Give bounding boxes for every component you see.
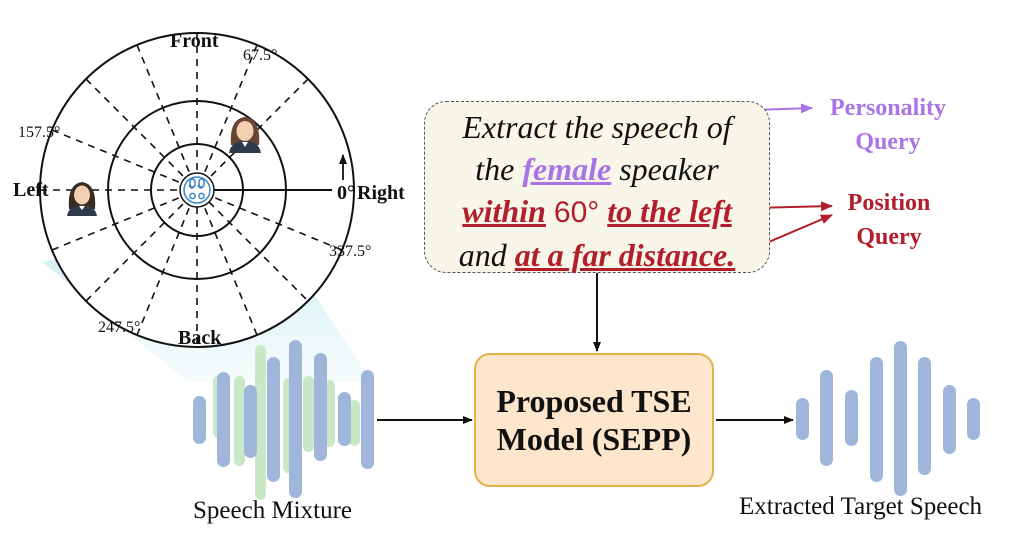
angle-247-label: 247.5°: [98, 319, 141, 336]
angle-157-label: 157.5°: [18, 124, 61, 141]
query-line-3: within 60° to the left: [424, 190, 770, 234]
far-distance-keyword: at a far distance.: [514, 237, 736, 273]
mixture-waveform-blue: [193, 340, 374, 498]
model-title-line-1: Proposed TSE: [496, 383, 692, 419]
to-left-keyword: to the left: [607, 193, 732, 229]
query-line-2: the female speaker: [475, 151, 719, 187]
query-box: [424, 101, 770, 273]
extracted-waveform: [796, 341, 980, 496]
listener-icon: [183, 176, 211, 204]
direction-front-label: Front: [170, 30, 219, 52]
model-box: Proposed TSE Model (SEPP): [474, 353, 714, 487]
direction-right-label: Right: [357, 182, 405, 204]
query-line-4: and at a far distance.: [458, 237, 736, 273]
female-keyword: female: [522, 151, 612, 187]
direction-left-label: Left: [13, 179, 49, 201]
query-text: Extract the speech of the female speaker…: [424, 106, 770, 276]
speech-mixture-caption: Speech Mixture: [193, 497, 352, 524]
female-speaker-icon-left: [67, 182, 97, 216]
extracted-speech-caption: Extracted Target Speech: [739, 493, 983, 520]
direction-back-label: Back: [178, 327, 222, 349]
female-speaker-icon-right: [229, 117, 261, 153]
angle-67-label: 67.5°: [243, 47, 278, 64]
within-keyword: within: [462, 193, 546, 229]
angle-337-label: 337.5°: [329, 243, 372, 260]
degrees-value: 60°: [553, 196, 600, 229]
angle-0-label: 0°: [337, 182, 355, 204]
query-line-1: Extract the speech of: [462, 109, 732, 145]
model-title-line-2: Model (SEPP): [496, 421, 692, 457]
